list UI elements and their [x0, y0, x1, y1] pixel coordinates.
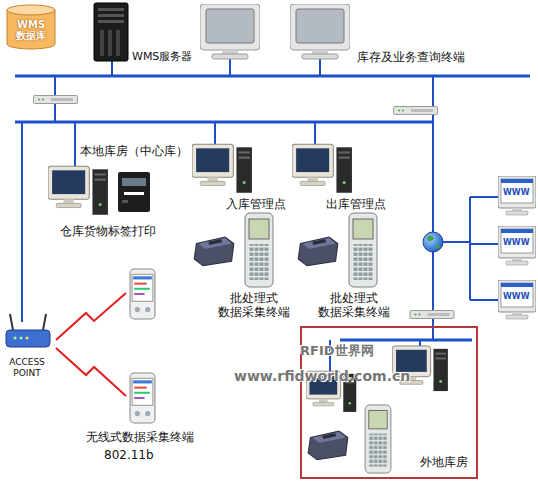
handheld-terminal [365, 405, 391, 473]
watermark-text: www.rfidworld.com.cn [234, 368, 410, 385]
access-point [6, 314, 50, 347]
computer [192, 144, 252, 193]
wireless-terminal [130, 269, 155, 319]
wireless-terminal [130, 373, 155, 423]
device-label: 库存及业务查询终端 [357, 50, 465, 64]
wms-server [94, 3, 128, 61]
terminal-cradle [194, 237, 234, 266]
query-monitor [200, 4, 260, 59]
device-label: 批处理式 数据采集终端 [212, 291, 296, 320]
device-label: 本地库房（中心库） [80, 144, 188, 158]
web-monitor [498, 280, 536, 319]
device-label: 出库管理点 [326, 197, 386, 211]
network-switch [410, 311, 454, 319]
device-label: WMS服务器 [132, 50, 192, 63]
device-label: 入库管理点 [226, 197, 286, 211]
terminal-cradle [298, 237, 338, 266]
handheld-terminal [349, 213, 377, 287]
device-label: 802.11b [104, 448, 154, 462]
node-label: 外地库房 [420, 454, 468, 471]
device-label: 无线式数据采集终端 [86, 430, 194, 444]
web-screen-text: WWW [503, 238, 529, 248]
node-label: WMS 数据库 [9, 19, 53, 42]
internet-globe [423, 232, 443, 252]
network-switch [394, 107, 438, 115]
web-monitor [498, 176, 536, 215]
handheld-terminal [245, 213, 273, 287]
computer [292, 144, 352, 193]
terminal-cradle [308, 431, 348, 460]
web-screen-text: WWW [503, 188, 529, 198]
network-switch [34, 96, 78, 104]
web-screen-text: WWW [503, 292, 529, 302]
network-wires [15, 58, 530, 372]
label-printer [118, 172, 150, 212]
watermark-text: RFID世界网 [300, 343, 374, 359]
query-monitor [290, 4, 350, 59]
web-monitor [498, 226, 536, 265]
device-label: ACCESS POINT [2, 357, 52, 379]
computer [48, 166, 108, 215]
device-label: 批处理式 数据采集终端 [312, 291, 396, 320]
device-label: 仓库货物标签打印 [60, 224, 156, 238]
database-cylinder: WMS 数据库 [6, 4, 56, 50]
wireless-signal [56, 293, 126, 396]
